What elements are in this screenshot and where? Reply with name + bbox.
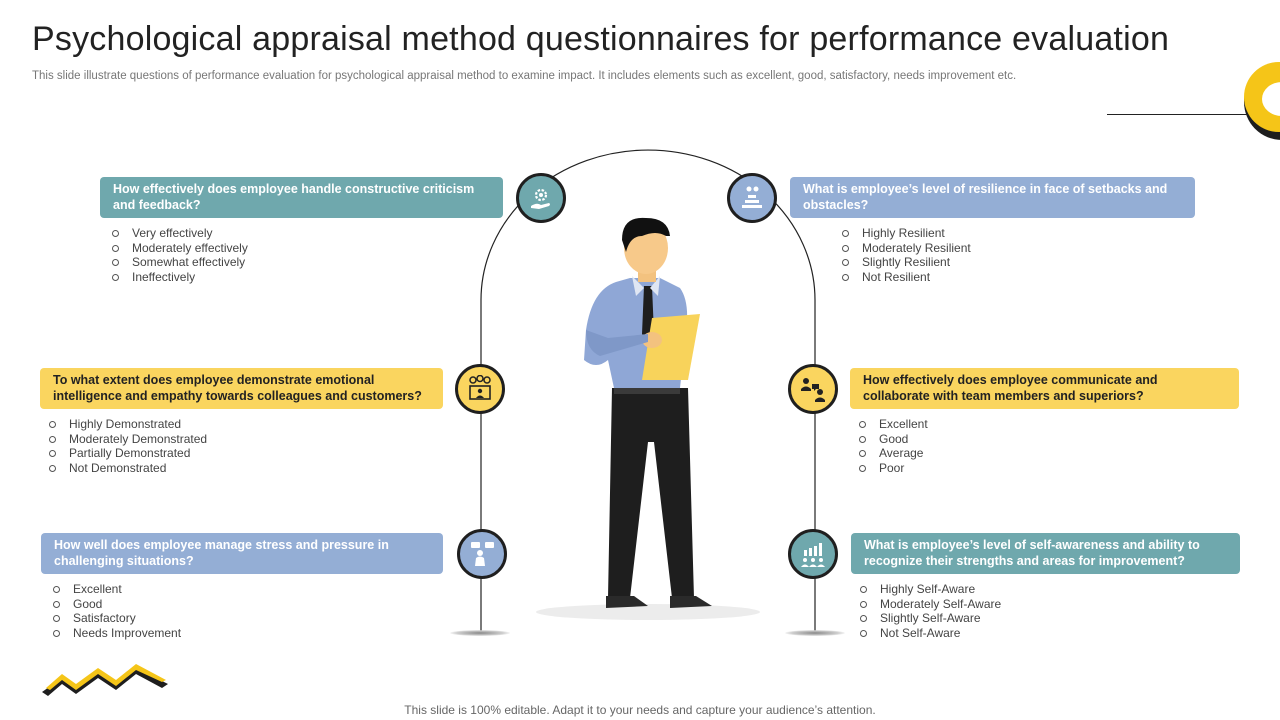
option-item: Partially Demonstrated (49, 446, 207, 461)
businessman-illustration (536, 217, 760, 620)
option-item: Excellent (859, 417, 928, 432)
emotions-screen-icon (455, 364, 505, 414)
option-item: Somewhat effectively (112, 255, 248, 270)
question-box-emotional-intelligence: To what extent does employee demonstrate… (40, 368, 443, 409)
option-item: Ineffectively (112, 270, 248, 285)
options-list-stress: Excellent Good Satisfactory Needs Improv… (53, 582, 181, 640)
option-item: Not Demonstrated (49, 461, 207, 476)
page-title: Psychological appraisal method questionn… (32, 20, 1170, 58)
option-item: Moderately Resilient (842, 241, 971, 256)
question-box-feedback: How effectively does employee handle con… (100, 177, 503, 218)
right-pillar-shadow (785, 630, 845, 636)
page-subtitle: This slide illustrate questions of perfo… (32, 70, 1017, 82)
footer-note: This slide is 100% editable. Adapt it to… (404, 703, 876, 717)
option-item: Highly Demonstrated (49, 417, 207, 432)
team-pyramid-icon (727, 173, 777, 223)
option-item: Not Self-Aware (860, 626, 1001, 641)
options-list-resilience: Highly Resilient Moderately Resilient Sl… (842, 226, 971, 284)
option-item: Good (53, 597, 181, 612)
option-item: Very effectively (112, 226, 248, 241)
options-list-self-awareness: Highly Self-Aware Moderately Self-Aware … (860, 582, 1001, 640)
option-item: Slightly Resilient (842, 255, 971, 270)
option-item: Slightly Self-Aware (860, 611, 1001, 626)
communication-icon (788, 364, 838, 414)
zigzag-decoration (42, 664, 168, 696)
question-box-resilience: What is employee’s level of resilience i… (790, 177, 1195, 218)
growth-chart-team-icon (788, 529, 838, 579)
options-list-feedback: Very effectively Moderately effectively … (112, 226, 248, 284)
option-item: Satisfactory (53, 611, 181, 626)
option-item: Good (859, 432, 928, 447)
left-pillar-shadow (450, 630, 510, 636)
option-item: Excellent (53, 582, 181, 597)
option-item: Highly Self-Aware (860, 582, 1001, 597)
gear-hand-icon (516, 173, 566, 223)
option-item: Poor (859, 461, 928, 476)
option-item: Moderately effectively (112, 241, 248, 256)
option-item: Moderately Self-Aware (860, 597, 1001, 612)
option-item: Not Resilient (842, 270, 971, 285)
question-box-stress: How well does employee manage stress and… (41, 533, 443, 574)
option-item: Average (859, 446, 928, 461)
option-item: Needs Improvement (53, 626, 181, 641)
option-item: Highly Resilient (842, 226, 971, 241)
option-item: Moderately Demonstrated (49, 432, 207, 447)
question-box-communication: How effectively does employee communicat… (850, 368, 1239, 409)
options-list-communication: Excellent Good Average Poor (859, 417, 928, 475)
decorative-ring-hole (1262, 82, 1280, 116)
decorative-line (1107, 114, 1247, 115)
stress-person-icon (457, 529, 507, 579)
options-list-emotional-intelligence: Highly Demonstrated Moderately Demonstra… (49, 417, 207, 475)
question-box-self-awareness: What is employee’s level of self-awarene… (851, 533, 1240, 574)
